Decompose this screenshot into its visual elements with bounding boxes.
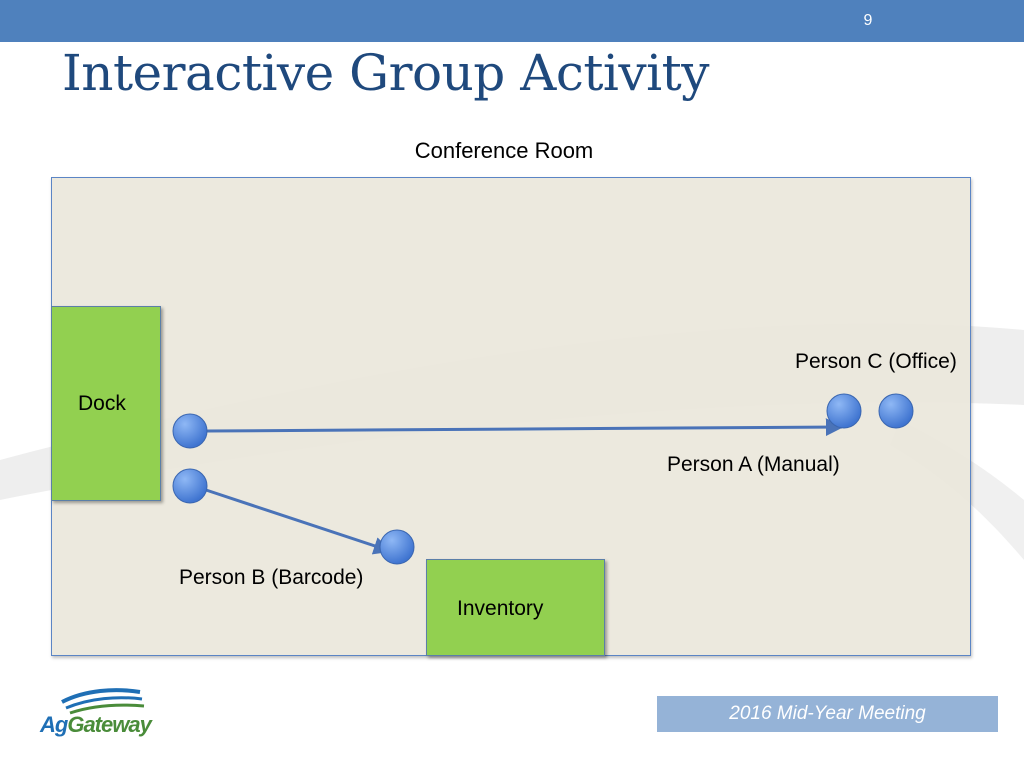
conference-room-label: Conference Room <box>414 138 594 163</box>
logo-wave-icon <box>61 688 145 715</box>
inventory-label: Inventory <box>457 597 544 620</box>
node-person-b-start <box>172 468 208 504</box>
node-person-c <box>878 393 914 429</box>
slide-number: 9 <box>863 12 873 29</box>
inventory-block <box>426 559 605 656</box>
header-bar: 9 <box>0 0 1024 42</box>
person-b-label: Person B (Barcode) <box>179 566 364 589</box>
dock-label: Dock <box>78 392 126 415</box>
slide-title: Interactive Group Activity <box>62 44 710 102</box>
node-person-a-end <box>826 393 862 429</box>
footer-banner: 2016 Mid-Year Meeting <box>657 696 998 732</box>
person-a-label: Person A (Manual) <box>667 453 840 476</box>
arrow-person-a <box>206 418 844 437</box>
logo-wordmark: AgGateway <box>40 712 152 737</box>
node-person-b-end <box>379 529 415 565</box>
arrow-person-b <box>205 488 392 555</box>
node-person-a-start <box>172 413 208 449</box>
person-c-label: Person C (Office) <box>795 350 957 373</box>
footer-text: 2016 Mid-Year Meeting <box>729 703 926 724</box>
dock-block <box>51 306 161 501</box>
aggateway-logo: AgGateway <box>40 686 160 742</box>
